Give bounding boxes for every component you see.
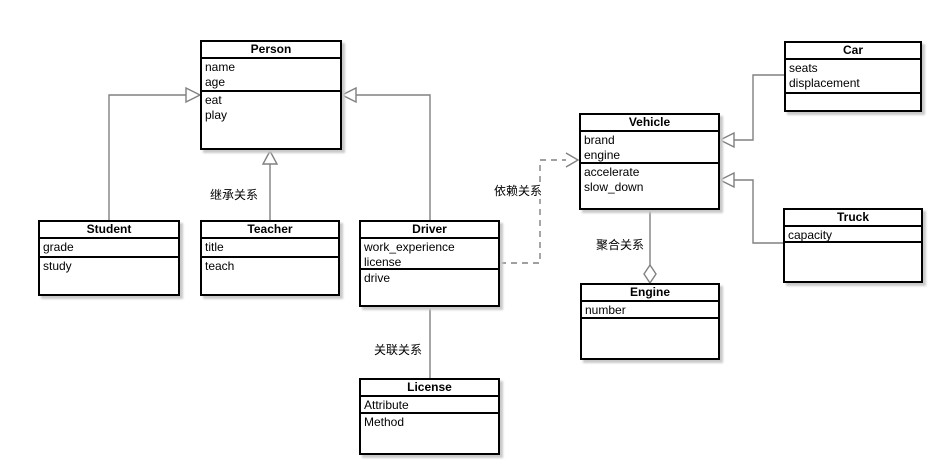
attribute: title: [205, 240, 224, 254]
class-title: Student: [40, 222, 178, 239]
attributes-compartment: work_experience license: [361, 239, 498, 270]
attribute: engine: [584, 148, 621, 162]
class-license[interactable]: License Attribute Method: [359, 378, 500, 455]
attributes-compartment: number: [582, 302, 718, 319]
edge-truck-vehicle-generalization[interactable]: [718, 171, 783, 244]
attribute: seats: [789, 61, 818, 75]
class-title: Person: [202, 42, 340, 59]
class-engine[interactable]: Engine number: [580, 283, 720, 360]
attributes-compartment: Attribute: [361, 397, 498, 414]
methods-compartment: [582, 319, 718, 358]
attribute: brand: [584, 133, 615, 147]
attribute: number: [585, 303, 626, 317]
edge-line[interactable]: [500, 159, 566, 264]
method: accelerate: [584, 165, 640, 179]
edge-vehicle-engine-aggregation[interactable]: [643, 210, 657, 285]
method: slow_down: [584, 180, 644, 194]
methods-compartment: eat play: [202, 92, 340, 148]
attribute: grade: [43, 240, 74, 254]
hollow-triangle-arrowhead-icon: [185, 86, 202, 104]
hollow-triangle-arrowhead-icon: [718, 171, 735, 189]
class-title: Truck: [785, 210, 921, 227]
class-title: Car: [786, 43, 920, 60]
attributes-compartment: title: [202, 239, 338, 258]
attribute: displacement: [789, 76, 860, 90]
methods-compartment: Method: [361, 414, 498, 453]
class-person[interactable]: Person name age eat play: [200, 40, 342, 150]
class-teacher[interactable]: Teacher title teach: [200, 220, 340, 296]
class-car[interactable]: Car seats displacement: [784, 41, 922, 112]
edge-teacher-person-generalization[interactable]: [261, 149, 279, 220]
attribute: work_experience: [364, 240, 455, 254]
attributes-compartment: capacity: [785, 227, 921, 243]
method: Method: [364, 415, 405, 429]
methods-compartment: [786, 94, 920, 110]
hollow-diamond-icon: [643, 263, 657, 285]
class-vehicle[interactable]: Vehicle brand engine accelerate slow_dow…: [579, 113, 720, 210]
edge-label-association[interactable]: 关联关系: [373, 343, 424, 358]
edge-car-vehicle-generalization[interactable]: [718, 74, 784, 149]
class-student[interactable]: Student grade study: [38, 220, 180, 296]
methods-compartment: accelerate slow_down: [581, 164, 718, 208]
edge-driver-vehicle-dependency[interactable]: [500, 152, 580, 264]
open-arrowhead-icon: [565, 152, 580, 168]
attributes-compartment: seats displacement: [786, 60, 920, 94]
attribute: capacity: [788, 228, 833, 242]
edge-line[interactable]: [734, 74, 784, 141]
attribute: age: [205, 75, 226, 89]
edge-label-dependency[interactable]: 依赖关系: [493, 184, 544, 199]
hollow-triangle-arrowhead-icon: [261, 149, 279, 165]
methods-compartment: [785, 243, 921, 281]
attributes-compartment: grade: [40, 239, 178, 258]
class-title: Vehicle: [581, 115, 718, 132]
attribute: name: [205, 60, 236, 74]
hollow-triangle-arrowhead-icon: [718, 131, 735, 149]
class-title: License: [361, 380, 498, 397]
method: drive: [364, 271, 391, 285]
method: eat: [205, 93, 222, 107]
edge-driver-person-generalization[interactable]: [340, 86, 431, 220]
class-title: Driver: [361, 222, 498, 239]
attribute: license: [364, 255, 402, 269]
methods-compartment: study: [40, 258, 178, 294]
class-truck[interactable]: Truck capacity: [783, 208, 923, 283]
edge-line[interactable]: [734, 179, 783, 244]
class-title: Teacher: [202, 222, 338, 239]
class-title: Engine: [582, 285, 718, 302]
attributes-compartment: name age: [202, 59, 340, 92]
attributes-compartment: brand engine: [581, 132, 718, 164]
edge-line[interactable]: [108, 94, 186, 220]
class-driver[interactable]: Driver work_experience license drive: [359, 220, 500, 307]
edge-line[interactable]: [356, 94, 431, 220]
method: study: [43, 259, 72, 273]
edge-student-person-generalization[interactable]: [108, 86, 202, 220]
attribute: Attribute: [364, 398, 409, 412]
edge-label-inheritance[interactable]: 继承关系: [209, 188, 260, 203]
method: play: [205, 108, 228, 122]
methods-compartment: drive: [361, 270, 498, 305]
hollow-triangle-arrowhead-icon: [340, 86, 357, 104]
method: teach: [205, 259, 235, 273]
methods-compartment: teach: [202, 258, 338, 294]
edge-label-aggregation[interactable]: 聚合关系: [595, 238, 646, 253]
